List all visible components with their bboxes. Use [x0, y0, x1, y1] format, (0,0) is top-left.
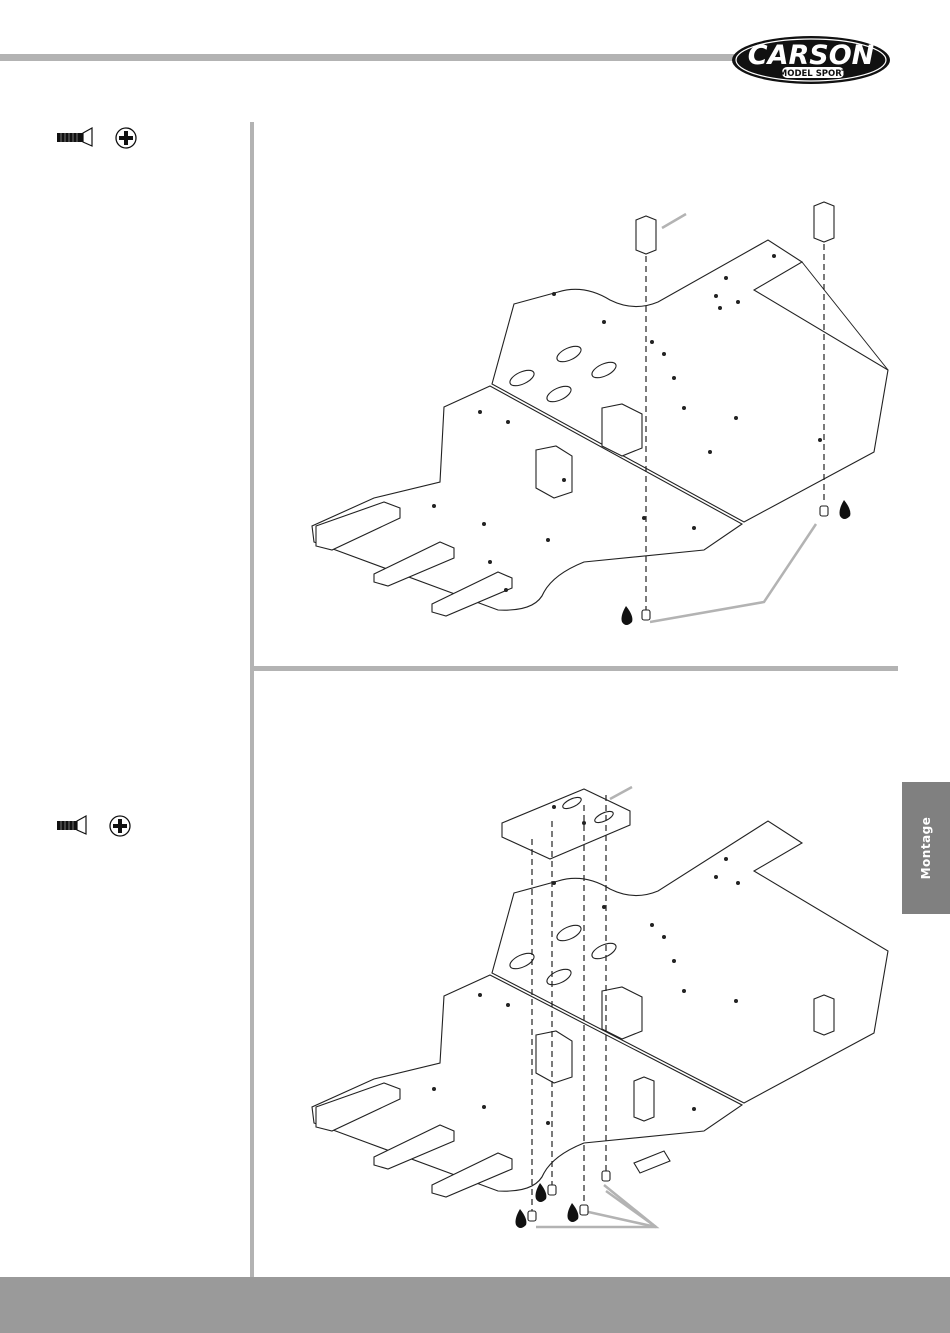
brand-tagline: MODEL SPORT	[779, 69, 848, 79]
footer-bar	[0, 1277, 950, 1333]
carson-logo: CARSON MODEL SPORT	[730, 34, 892, 86]
countersunk-screw-icon	[56, 814, 96, 836]
phillips-head-icon	[114, 126, 138, 150]
countersunk-screw-icon	[56, 126, 96, 148]
brand-name: CARSON	[748, 40, 875, 71]
phillips-head-icon	[108, 814, 132, 838]
montage-side-tab: Montage	[902, 782, 950, 914]
step2-assembly-diagram	[254, 671, 898, 1277]
step1-assembly-diagram	[254, 122, 898, 666]
header-rule	[0, 54, 735, 61]
side-tab-label: Montage	[919, 817, 933, 880]
